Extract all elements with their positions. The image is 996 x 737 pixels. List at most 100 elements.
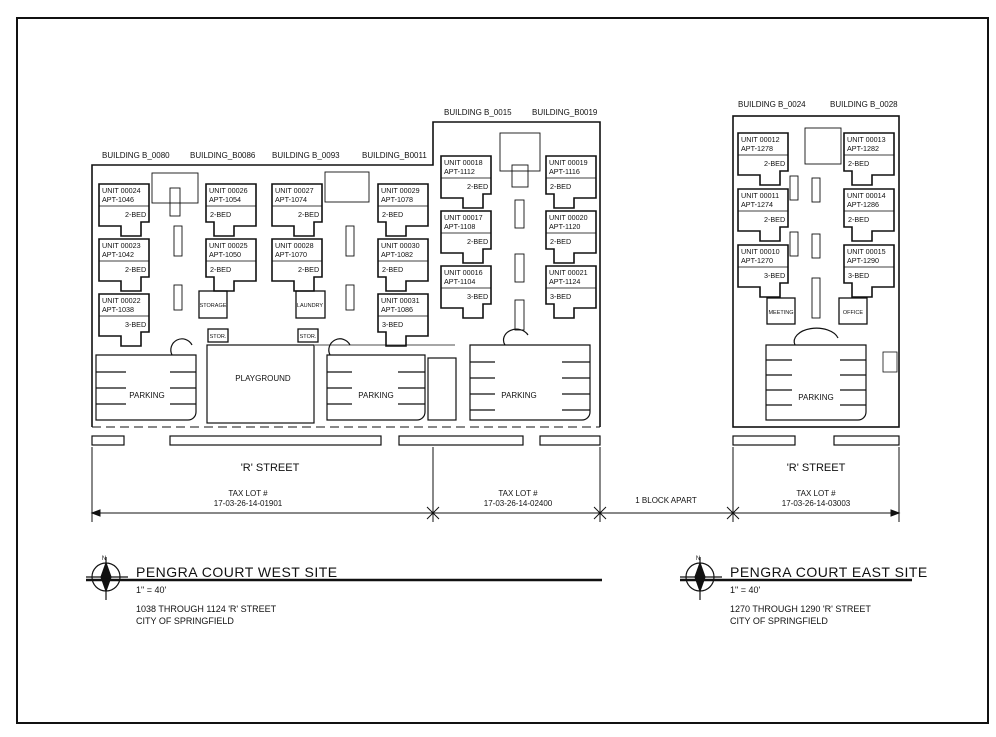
parking-label-east: PARKING xyxy=(798,393,833,402)
parking-lots xyxy=(95,327,867,424)
unit-apt: APT-1046 xyxy=(102,195,134,204)
unit-number: UNIT 00026 xyxy=(209,186,248,195)
north-label-west: N xyxy=(102,556,106,562)
unit-number: UNIT 00015 xyxy=(847,247,886,256)
playground-label: PLAYGROUND xyxy=(235,374,291,383)
west-site-city: CITY OF SPRINGFIELD xyxy=(136,616,234,626)
unit-beds: 2-BED xyxy=(467,237,488,246)
hallway-details xyxy=(151,127,842,331)
unit-number: UNIT 00010 xyxy=(741,247,780,256)
east-site-title: PENGRA COURT EAST SITE xyxy=(730,564,928,580)
unit-beds: 2-BED xyxy=(298,210,319,219)
unit-apt: APT-1054 xyxy=(209,195,241,204)
unit-label-box xyxy=(545,265,597,289)
unit-beds: 2-BED xyxy=(467,182,488,191)
tax-lot-number-west: 17-03-26-14-01901 xyxy=(214,499,283,508)
unit-beds: 2-BED xyxy=(764,159,785,168)
east-site-address: 1270 THROUGH 1290 'R' STREET xyxy=(730,604,871,614)
unit-label-box xyxy=(545,155,597,179)
unit-label-box xyxy=(843,244,895,268)
unit-apt: APT-1112 xyxy=(444,167,475,176)
north-label-east: N xyxy=(696,556,700,562)
unit-beds: 3-BED xyxy=(550,292,571,301)
unit-apt: APT-1086 xyxy=(381,305,413,314)
unit-number: UNIT 00023 xyxy=(102,241,141,250)
unit-apt: APT-1104 xyxy=(444,277,475,286)
west-site-address: 1038 THROUGH 1124 'R' STREET xyxy=(136,604,277,614)
unit-apt: APT-1120 xyxy=(549,222,580,231)
unit-number: UNIT 00018 xyxy=(444,158,483,167)
laundry-label: LAUNDRY xyxy=(297,303,324,309)
unit-number: UNIT 00019 xyxy=(549,158,588,167)
building-label-b0086: BUILDING_B0086 xyxy=(190,151,256,160)
unit-beds: 2-BED xyxy=(848,159,869,168)
unit-label-box xyxy=(98,183,150,207)
unit-number: UNIT 00030 xyxy=(381,241,420,250)
unit-beds: 2-BED xyxy=(125,210,146,219)
parking-label-1: PARKING xyxy=(129,391,164,400)
unit-beds: 2-BED xyxy=(550,237,571,246)
small-rooms xyxy=(198,290,868,343)
unit-apt: APT-1082 xyxy=(381,250,413,259)
unit-number: UNIT 00029 xyxy=(381,186,420,195)
unit-apt: APT-1108 xyxy=(444,222,475,231)
street-label-east: 'R' STREET xyxy=(787,462,846,474)
west-site-title: PENGRA COURT WEST SITE xyxy=(136,564,338,580)
east-site-outline xyxy=(732,115,900,428)
unit-label-box xyxy=(440,210,492,234)
west-site-outline xyxy=(91,121,601,428)
tax-lot-label-west: TAX LOT # xyxy=(228,489,268,498)
unit-apt: APT-1074 xyxy=(275,195,307,204)
unit-apt: APT-1116 xyxy=(549,167,580,176)
unit-apt: APT-1042 xyxy=(102,250,134,259)
sidewalks xyxy=(91,435,900,446)
unit-label-box xyxy=(377,293,429,317)
block-apart-label: 1 BLOCK APART xyxy=(635,496,697,505)
tax-lot-label-middle: TAX LOT # xyxy=(498,489,538,498)
parking-label-2: PARKING xyxy=(358,391,393,400)
unit-beds: 3-BED xyxy=(467,292,488,301)
unit-label-box xyxy=(98,238,150,262)
unit-beds: 2-BED xyxy=(382,265,403,274)
unit-label-box xyxy=(98,293,150,317)
unit-number: UNIT 00017 xyxy=(444,213,483,222)
unit-apt: APT-1270 xyxy=(741,256,773,265)
unit-apt: APT-1282 xyxy=(847,144,879,153)
unit-number: UNIT 00014 xyxy=(847,191,886,200)
unit-label-box xyxy=(545,210,597,234)
unit-number: UNIT 00016 xyxy=(444,268,483,277)
storage-label: STORAGE xyxy=(200,303,227,309)
unit-label-box xyxy=(205,238,257,262)
unit-number: UNIT 00013 xyxy=(847,135,886,144)
building-label-b0080: BUILDING B_0080 xyxy=(102,151,170,160)
drawing-border xyxy=(16,17,989,724)
unit-label-box xyxy=(843,132,895,156)
unit-beds: 2-BED xyxy=(848,215,869,224)
unit-beds: 2-BED xyxy=(550,182,571,191)
building-label-b0011: BUILDING_B0011 xyxy=(362,151,427,160)
stor-label-2: STOR. xyxy=(300,334,317,340)
unit-beds: 2-BED xyxy=(210,265,231,274)
unit-label-box xyxy=(440,155,492,179)
building-label-b0019: BUILDING_B0019 xyxy=(532,108,598,117)
unit-label-box xyxy=(737,132,789,156)
unit-number: UNIT 00027 xyxy=(275,186,314,195)
dimension-lines xyxy=(90,447,901,522)
unit-apt: APT-1286 xyxy=(847,200,879,209)
unit-number: UNIT 00012 xyxy=(741,135,780,144)
meeting-label: MEETING xyxy=(768,310,793,316)
